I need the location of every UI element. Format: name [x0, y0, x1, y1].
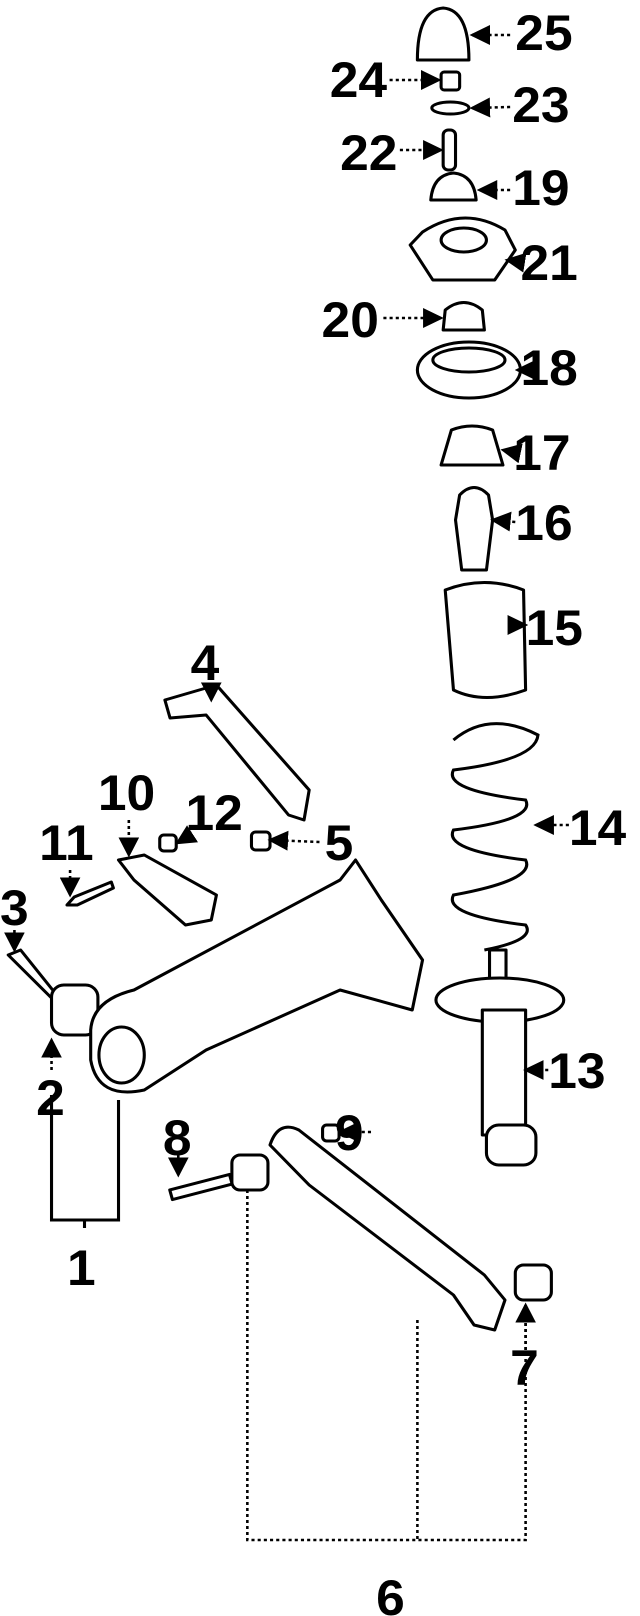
part-24-nut: [439, 70, 462, 92]
leader-line-23: [469, 97, 511, 118]
callout-2: 2: [36, 1070, 65, 1126]
callout-15: 15: [526, 600, 583, 656]
part-16-bump-stop: [453, 486, 495, 572]
leader-lines: [4, 25, 569, 1350]
callout-18: 18: [520, 340, 577, 396]
callout-3: 3: [0, 880, 29, 936]
callout-6: 6: [376, 1570, 405, 1616]
callout-7: 7: [510, 1340, 539, 1396]
leader-line-5: [267, 830, 320, 851]
parts-group: [6, 6, 566, 1542]
part-7-bushing: [513, 1263, 553, 1302]
part-10-lateral-link: [116, 853, 218, 927]
part-17-boot-cap: [439, 424, 505, 467]
callout-14: 14: [569, 800, 626, 856]
leader-line-12: [175, 825, 199, 845]
part-25-bump-cap: [415, 6, 471, 62]
part-6-bushing: [230, 1153, 270, 1192]
part-12-nut: [158, 833, 178, 853]
part-11-bolt: [65, 880, 115, 907]
callout-19: 19: [512, 160, 569, 216]
part-4-upper-control-arm: [163, 683, 311, 822]
callout-21: 21: [520, 235, 577, 291]
part-21-mount-center: [439, 226, 488, 254]
callout-24: 24: [330, 52, 387, 108]
part-13-shock-absorber: [434, 948, 566, 1167]
part-22-sleeve: [441, 128, 458, 172]
bracket-6: [246, 1190, 527, 1542]
part-8-bolt: [168, 1172, 234, 1202]
part-15-dust-boot: [443, 581, 528, 699]
part-23-washer: [430, 100, 471, 116]
part-18-seat-inner: [431, 346, 507, 374]
callout-11: 11: [39, 815, 93, 871]
callout-8: 8: [163, 1110, 192, 1166]
callout-12: 12: [186, 785, 243, 841]
callout-5: 5: [325, 815, 354, 871]
part-19-dust-cap: [429, 171, 478, 202]
callout-23: 23: [512, 77, 569, 133]
part-5-nut: [249, 830, 272, 852]
callout-20: 20: [322, 292, 379, 348]
callout-16: 16: [515, 495, 572, 551]
part-3-bolt: [6, 948, 59, 1000]
part-1-arm-bushing: [97, 1025, 146, 1085]
leader-line-16: [490, 511, 516, 532]
callout-22: 22: [340, 125, 397, 181]
part-20-bearing: [441, 301, 486, 332]
callout-4: 4: [191, 635, 220, 691]
callout-13: 13: [548, 1043, 605, 1099]
callout-10: 10: [98, 765, 155, 821]
part-1-trailing-arm: [89, 858, 425, 1094]
callout-1: 1: [67, 1240, 96, 1296]
callout-9: 9: [335, 1105, 364, 1161]
callout-17: 17: [513, 425, 570, 481]
part-6-lower-control-arm: [268, 1125, 507, 1332]
callout-25: 25: [515, 5, 572, 61]
leader-line-21: [504, 252, 527, 273]
leader-line-17: [500, 443, 523, 464]
part-14-coil-spring: [450, 722, 540, 952]
